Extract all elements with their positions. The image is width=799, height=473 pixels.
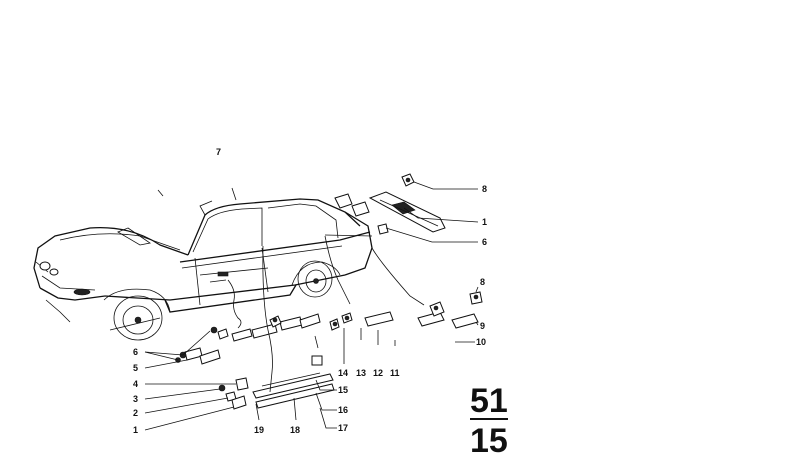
car-illustration [33,187,373,341]
callout-17: 17 [338,423,348,433]
group-main-number: 51 [470,382,508,420]
callout-6-right: 6 [482,237,487,247]
callout-1-left: 1 [133,425,138,435]
callout-9: 9 [480,321,485,331]
callout-15: 15 [338,385,348,395]
callout-13: 13 [356,368,366,378]
callout-10: 10 [476,337,486,347]
callout-1-right: 1 [482,217,487,227]
callout-12: 12 [373,368,383,378]
group-sub-number: 15 [470,422,508,460]
group-number: 51 15 [470,382,508,460]
callout-14: 14 [338,368,348,378]
callout-19: 19 [254,425,264,435]
callout-11: 11 [390,368,400,378]
callout-7: 7 [216,147,221,157]
callout-2: 2 [133,408,138,418]
callout-8-mid: 8 [480,277,485,287]
leader-lines [144,181,479,431]
callout-4: 4 [133,379,138,389]
callout-6-left: 6 [133,347,138,357]
callout-5: 5 [133,363,138,373]
callout-18: 18 [290,425,300,435]
side-moulding-parts [175,291,483,410]
callout-16: 16 [338,405,348,415]
callout-3: 3 [133,394,138,404]
pillar-trim-parts [334,173,446,235]
callout-8-top: 8 [482,184,487,194]
callout-labels: 7 8 1 6 8 9 10 6 5 4 3 2 1 19 18 15 16 1… [133,147,487,435]
